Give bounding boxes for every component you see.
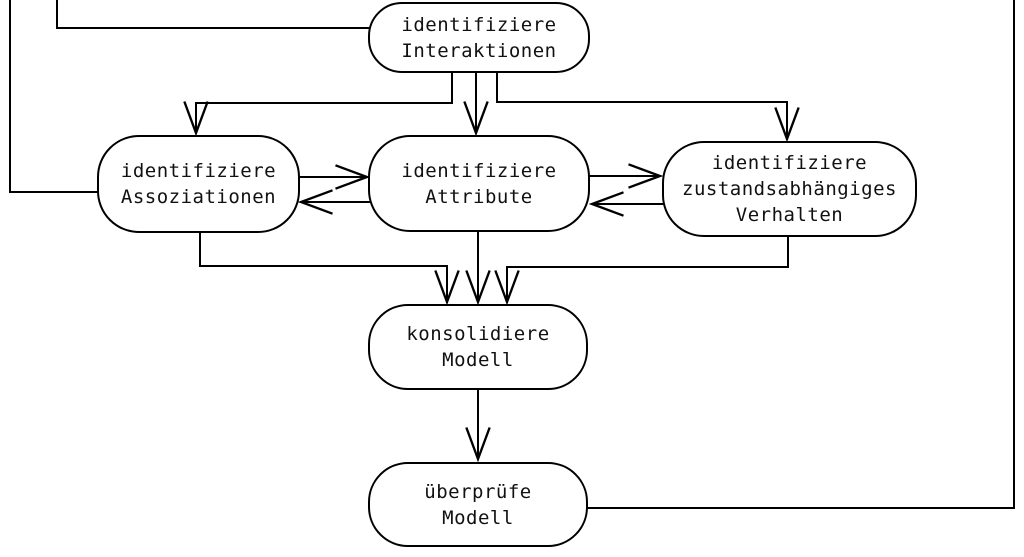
edge-ueberpruefe-feedback-right [585, 0, 1015, 509]
node-label-line: Verhalten [735, 204, 844, 226]
node-label-line: Interaktionen [401, 39, 557, 62]
edge-feedback-left-inner-to-interaktionen [56, 0, 372, 29]
edge-interaktionen-to-assoziationen [183, 71, 453, 137]
edge-interaktionen-to-verhalten [496, 71, 800, 143]
node-label-line: Modell [442, 349, 514, 371]
node-label-line: identifiziere [401, 159, 557, 182]
node-label-line: konsolidiere [406, 323, 550, 345]
node-label-line: identifiziere [401, 13, 557, 36]
node-label-line: überprüfe [424, 480, 532, 503]
node-label-line: zustandsabhängiges [682, 178, 897, 200]
node-label-line: Attribute [425, 185, 533, 208]
edge-assoziationen-to-konsolidiere [199, 231, 460, 306]
node-label-line: identifiziere [711, 152, 868, 174]
edge-group [9, 0, 1015, 509]
edge-verhalten-to-konsolidiere [494, 235, 789, 306]
node-label-line: Assoziationen [120, 186, 277, 208]
edge-feedback-left-outer-to-assoziationen [9, 0, 100, 193]
node-label-line: Modell [442, 506, 514, 529]
node-label-line: identifiziere [120, 160, 277, 182]
